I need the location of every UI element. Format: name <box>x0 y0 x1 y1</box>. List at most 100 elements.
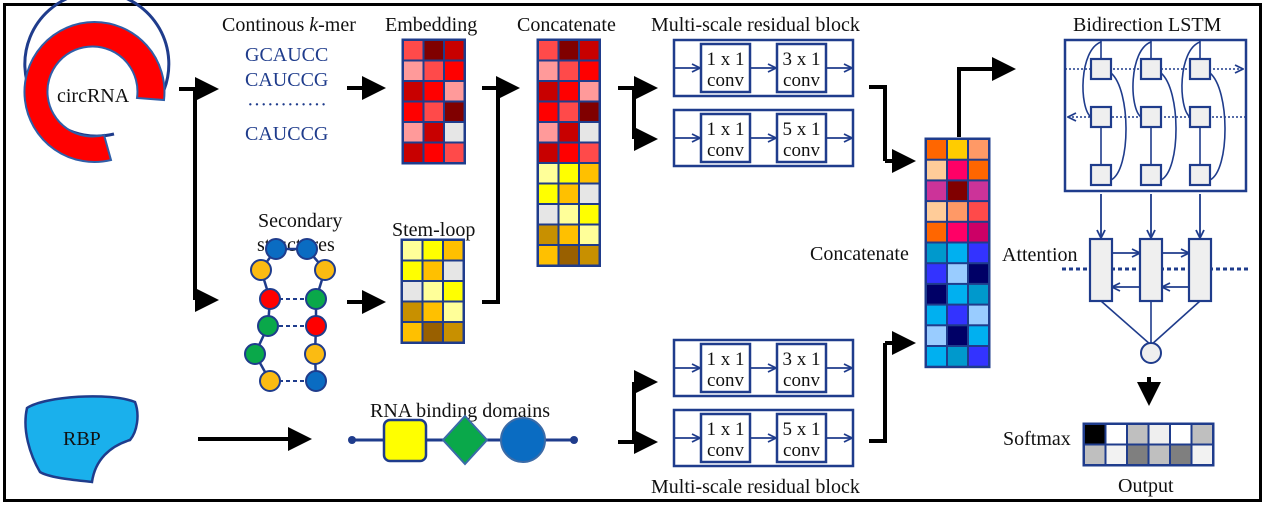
output-label: Output <box>1118 475 1174 497</box>
final-concatenate-matrix-cell <box>969 181 988 201</box>
circrna-red-arc <box>23 20 166 163</box>
stemloop-matrix-cell <box>444 261 463 280</box>
embedding-matrix-cell <box>424 82 443 101</box>
concatenate-matrix-cell <box>539 123 558 142</box>
concatenate-matrix-cell <box>559 102 578 121</box>
concatenate-matrix-cell <box>539 61 558 80</box>
embedding-matrix <box>401 38 466 165</box>
concatenate-matrix-cell <box>580 123 599 142</box>
lstm-cell <box>1188 163 1212 187</box>
concatenate-matrix-cell <box>559 61 578 80</box>
concatenate-matrix-cell <box>539 205 558 224</box>
embedding-matrix-cell <box>424 123 443 142</box>
attention-cell <box>1187 237 1213 303</box>
embedding-matrix-cell <box>424 102 443 121</box>
concatenate-matrix-cell <box>580 205 599 224</box>
conv-type-label: conv <box>783 70 820 91</box>
final-concatenate-matrix-cell <box>927 181 946 201</box>
final-concatenate-matrix-cell <box>948 222 967 242</box>
softmax-output-matrix <box>1082 422 1215 467</box>
node-green <box>305 288 327 310</box>
concatenate-matrix-cell <box>559 123 578 142</box>
final-concatenate-matrix-cell <box>927 140 946 159</box>
embedding-matrix-cell <box>424 41 443 60</box>
bilstm-block <box>1063 38 1248 238</box>
node-blue <box>265 238 287 260</box>
node-blue <box>296 238 318 260</box>
concatenate-matrix-cell <box>580 225 599 244</box>
conv-kernel-label: 1 x 1 <box>707 119 745 140</box>
concatenate-matrix-cell <box>580 82 599 101</box>
final-concatenate-matrix-cell <box>969 202 988 221</box>
node-orange <box>250 259 272 281</box>
domain-diamond <box>441 414 489 466</box>
kmer-title: Continous k-mer <box>222 14 356 36</box>
split-connector <box>179 77 219 312</box>
node-orange <box>314 259 336 281</box>
final-concatenate-matrix-cell <box>969 160 988 180</box>
embedding-matrix-cell <box>404 143 423 162</box>
final-concatenate-matrix-cell <box>948 140 967 159</box>
rbp-protein-icon: RBP <box>24 395 139 484</box>
kmer-sequences: GCAUCC CAUCCG ············ CAUCCG <box>245 44 328 145</box>
final-concatenate-matrix-cell <box>969 243 988 263</box>
secondary-label-1: Secondary <box>258 210 342 232</box>
final-concatenate-matrix-cell <box>927 243 946 263</box>
embedding-matrix-cell <box>445 61 464 80</box>
final-concatenate-matrix-cell <box>948 181 967 201</box>
domain-circle <box>500 417 546 463</box>
concatenate-matrix-cell <box>559 164 578 183</box>
concatenate-mid-label: Concatenate <box>810 243 909 265</box>
conv-kernel-label: 1 x 1 <box>707 49 745 70</box>
conv-kernel-label: 1 x 1 <box>707 419 745 440</box>
conv-kernel-label: 3 x 1 <box>783 49 821 70</box>
conv-kernel-label: 5 x 1 <box>783 419 821 440</box>
stemloop-matrix-cell <box>403 302 422 321</box>
softmax-matrix-cell <box>1085 445 1105 464</box>
kmer-seq-2: CAUCCG <box>245 69 328 91</box>
conv-type-label: conv <box>707 70 744 91</box>
conv-type-label: conv <box>707 440 744 461</box>
conv-kernel-label: 5 x 1 <box>783 119 821 140</box>
stem-loop-structure-icon <box>244 238 336 392</box>
final-concatenate-matrix-cell <box>927 305 946 325</box>
attention-cell <box>1088 237 1114 303</box>
stemloop-matrix-cell <box>403 282 422 301</box>
stemloop-matrix-cell <box>403 241 422 260</box>
embedding-matrix-cell <box>445 102 464 121</box>
concatenate-matrix-cell <box>539 225 558 244</box>
stemloop-matrix-cell <box>444 241 463 260</box>
embedding-matrix-cell <box>404 82 423 101</box>
stemloop-matrix-cell <box>423 261 442 280</box>
final-concatenate-matrix-cell <box>927 222 946 242</box>
conv-layer-box <box>699 112 752 164</box>
conv-type-label: conv <box>707 140 744 161</box>
concatenate-matrix-cell <box>580 41 599 60</box>
embedding-matrix-cell <box>445 143 464 162</box>
rbp-label: RBP <box>63 428 101 450</box>
softmax-matrix-cell <box>1085 425 1105 444</box>
final-concatenate-matrix-cell <box>969 264 988 283</box>
concatenate-matrix <box>536 38 601 267</box>
softmax-matrix-cell <box>1128 425 1148 444</box>
embedding-matrix-cell <box>404 41 423 60</box>
conv-layer-box <box>775 42 828 94</box>
final-concatenate-matrix-cell <box>948 202 967 221</box>
final-concatenate-matrix-cell <box>969 284 988 304</box>
embedding-matrix-cell <box>404 123 423 142</box>
concatenate-matrix-cell <box>559 184 578 203</box>
final-concatenate-matrix-cell <box>948 347 967 366</box>
softmax-label: Softmax <box>1003 428 1071 450</box>
concatenate-matrix-cell <box>580 143 599 162</box>
circrna-icon: circRNA <box>23 0 171 163</box>
concatenate-matrix-cell <box>580 246 599 265</box>
concatenate-matrix-cell <box>559 82 578 101</box>
concatenate-matrix-cell <box>539 246 558 265</box>
softmax-matrix-cell <box>1171 445 1191 464</box>
stemloop-matrix-cell <box>444 302 463 321</box>
concatenate-matrix-cell <box>539 102 558 121</box>
conv-layer-box <box>699 412 752 464</box>
